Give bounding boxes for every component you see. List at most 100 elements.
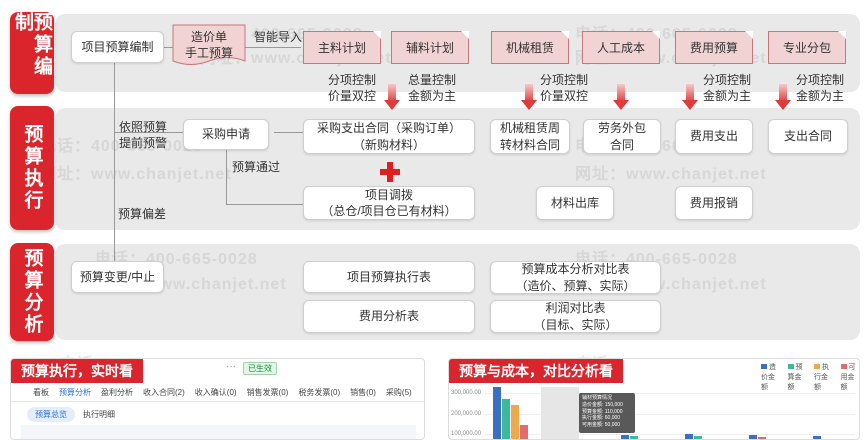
connector-line (226, 204, 303, 205)
bar (630, 436, 638, 439)
bar (749, 435, 757, 439)
legend-item: 造价金额 (761, 364, 776, 391)
material-out-box[interactable]: 材料出库 (536, 186, 614, 220)
watermark-site: 网址：www.chanjet.net (40, 166, 232, 183)
control-label: 分项控制 金额为主 (795, 73, 844, 103)
tooltip-title: 辅材预算情况 (582, 395, 613, 401)
tag-aux-material[interactable]: 辅料计划 (391, 31, 469, 64)
labor-contract-box[interactable]: 劳务外包 合同 (583, 119, 661, 154)
tab-item[interactable]: 预算分析 (59, 388, 91, 397)
connector-line (226, 148, 227, 204)
chart-tooltip: 辅材预算情况 造价金额: 150,000 预算金额: 110,000 执行金额:… (579, 393, 635, 433)
legend-item: 预算金额 (787, 364, 803, 391)
legend-item: 可用金额 (840, 364, 856, 391)
expense-pay-box[interactable]: 费用支出 (675, 119, 753, 154)
import-label: 智能导入 (253, 30, 302, 44)
by-budget-label: 依照预算 提前预警 (118, 120, 167, 150)
bar (511, 405, 519, 439)
compare-screenshot-panel: 预算与成本，对比分析看 造价金额 预算金额 执行金额 可用金额 300,000.… (448, 358, 860, 440)
connector-line (274, 132, 304, 133)
tooltip-row: 执行金额: 60,000 (582, 415, 621, 422)
purchase-contract-box[interactable]: 采购支出合同（采购订单） （新购材料） (303, 119, 475, 154)
expense-table-box[interactable]: 费用分析表 (303, 300, 475, 333)
tag-subcontract[interactable]: 专业分包 (768, 31, 846, 64)
status-badge: 已生效 (243, 362, 277, 375)
cost-compare-box[interactable]: 预算成本分析对比表 （造价、预算、实际） (490, 261, 661, 294)
quote-label: 造价单 手工预算 (184, 30, 233, 60)
connector-line (245, 47, 301, 48)
highlight-column (541, 387, 579, 439)
panel-title: 预算与成本，对比分析看 (449, 359, 623, 383)
purchase-request-box[interactable]: 采购申请 (183, 119, 269, 150)
tab-item[interactable]: 盈利分析 (101, 388, 133, 397)
machine-contract-box[interactable]: 机械租赁周 转材料合同 (490, 119, 570, 154)
section-execution: 预算执行 (10, 106, 54, 230)
watermark-site: 网址：www.chanjet.net (575, 166, 767, 183)
control-label: 分项控制 价量双控 (539, 73, 588, 103)
gridline (485, 393, 855, 394)
y-tick: 200,000.00 (451, 411, 482, 417)
quote-box[interactable]: 造价单 手工预算 (172, 24, 246, 68)
subtab-detail[interactable]: 执行明细 (83, 410, 115, 419)
connector-line (114, 63, 115, 261)
control-label: 分项控制 金额为主 (702, 73, 751, 103)
profit-compare-box[interactable]: 利润对比表 （目标、实际） (490, 300, 661, 333)
tab-bar: 看板 预算分析 盈利分析 收入合同(2) 收入确认(0) 销售发票(0) 税务发… (33, 387, 423, 401)
tag-expense-budget[interactable]: 费用预算 (675, 31, 753, 64)
down-arrow-icon (775, 84, 791, 110)
transfer-box[interactable]: 项目调拨 （总仓/项目仓已有材料） (303, 186, 475, 220)
down-arrow-icon (682, 84, 698, 110)
chart-legend: 造价金额 预算金额 执行金额 可用金额 (761, 362, 859, 392)
tab-item[interactable]: 收入合同(2) (143, 388, 185, 397)
expense-claim-box[interactable]: 费用报销 (675, 186, 753, 220)
gridline (485, 414, 855, 415)
tab-item[interactable]: 收入确认(0) (194, 388, 237, 397)
bar (685, 434, 693, 439)
expense-contract-box[interactable]: 支出合同 (768, 119, 848, 154)
execution-screenshot-panel: 预算执行，实时看 ··· 已生效 看板 预算分析 盈利分析 收入合同(2) 收入… (10, 358, 425, 440)
budget-pass-label: 预算通过 (231, 160, 280, 174)
tooltip-row: 预算金额: 110,000 (582, 408, 623, 415)
y-tick: 100,000.00 (451, 431, 482, 437)
tab-item[interactable]: 采购(5) (385, 388, 412, 397)
bar (502, 399, 510, 439)
bar (493, 387, 501, 439)
tab-item[interactable]: 看板 (33, 388, 49, 397)
bar (621, 435, 629, 439)
budget-deviation-label: 预算偏差 (117, 207, 166, 221)
more-icon: ··· (226, 361, 236, 372)
content-area (21, 425, 416, 439)
down-arrow-icon (384, 84, 400, 110)
tab-underline (11, 401, 424, 402)
tab-item[interactable]: 销售发票(0) (246, 388, 289, 397)
y-tick: 300,000.00 (451, 390, 482, 396)
tag-machine-rent[interactable]: 机械租赁 (491, 31, 569, 64)
connector-line (114, 132, 184, 133)
section-planning: 预算编制 (10, 12, 54, 94)
legend-item: 执行金额 (814, 364, 829, 391)
gridline (485, 434, 855, 435)
connector-line (155, 47, 173, 48)
subtab-overview[interactable]: 预算总览 (27, 407, 75, 422)
control-label: 总量控制 金额为主 (407, 73, 456, 103)
bar (694, 436, 702, 439)
tag-labor-cost[interactable]: 人工成本 (582, 31, 660, 64)
control-label: 分项控制 价量双控 (327, 73, 376, 103)
tag-main-material[interactable]: 主料计划 (303, 31, 381, 64)
tooltip-row: 可用金额: 50,000 (582, 422, 621, 428)
budget-change-box[interactable]: 预算变更/中止 (71, 261, 164, 293)
section-analysis: 预算分析 (10, 243, 54, 341)
bar (813, 436, 821, 439)
watermark-phone: 电话：400-665-0028 (40, 138, 203, 155)
tooltip-row: 造价金额: 150,000 (582, 401, 623, 408)
down-arrow-icon (521, 84, 537, 110)
project-budget-box[interactable]: 项目预算编制 (71, 31, 164, 63)
plus-icon (380, 162, 400, 182)
down-arrow-icon (613, 84, 629, 110)
bar (758, 437, 766, 439)
bar (520, 425, 528, 439)
tab-item[interactable]: 税务发票(0) (298, 388, 341, 397)
exec-table-box[interactable]: 项目预算执行表 (303, 261, 475, 293)
tab-item[interactable]: 销售(0) (350, 388, 376, 397)
panel-title: 预算执行，实时看 (11, 359, 143, 383)
